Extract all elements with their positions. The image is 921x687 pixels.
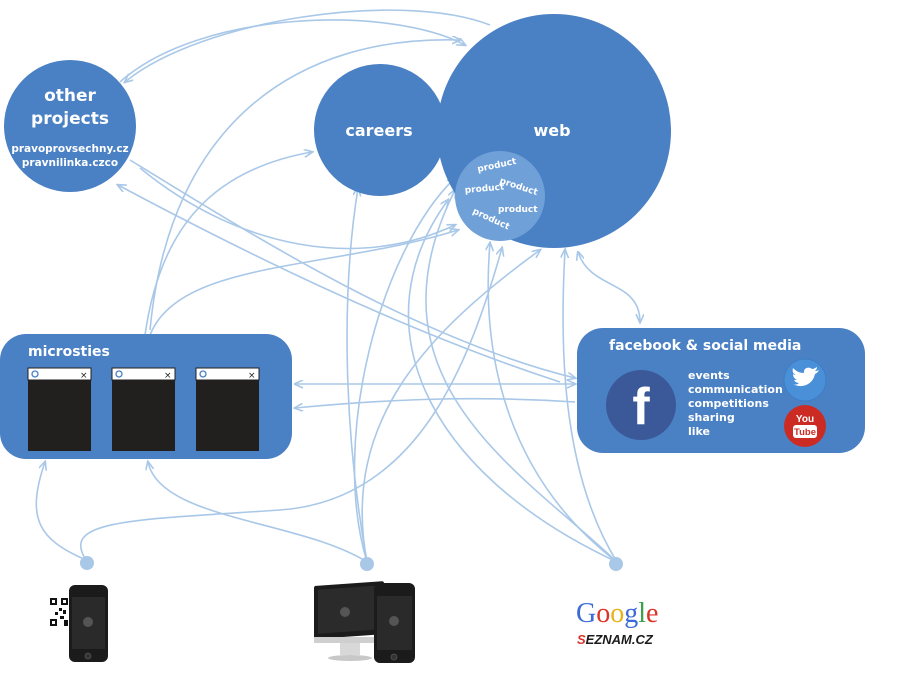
web-label: web xyxy=(533,121,570,140)
facebook-circle xyxy=(606,370,676,440)
microsite-window-2-body xyxy=(112,368,175,451)
connector-microsites-product xyxy=(149,230,458,336)
qr-code-icon xyxy=(50,598,68,626)
microsite-window-2[interactable]: × xyxy=(111,367,176,451)
product-circle xyxy=(455,151,545,241)
source-anchor-mobile xyxy=(80,556,94,570)
other-projects-title-2: projects xyxy=(31,109,109,129)
desktop-monitor-icon xyxy=(314,581,384,661)
microsite-window-1-titlebar xyxy=(27,367,92,381)
youtube-tube-box xyxy=(793,425,817,438)
browser-icon xyxy=(199,370,207,378)
browser-icon xyxy=(31,370,39,378)
connector-search-web xyxy=(563,250,618,563)
microsite-window-3-titlebar xyxy=(195,367,260,381)
microsite-window-1-body xyxy=(28,368,91,451)
social-item-sharing: sharing xyxy=(688,411,735,424)
connector-desktop-careers xyxy=(346,188,368,563)
node-web[interactable]: web product product product product prod… xyxy=(437,14,671,248)
node-careers[interactable]: careers xyxy=(314,64,446,196)
facebook-glyph: f xyxy=(632,378,650,436)
social-item-competitions: competitions xyxy=(688,397,769,410)
connector-desktop-web xyxy=(353,178,455,563)
microsite-window-2-titlebar xyxy=(111,367,176,381)
product-label-4: product xyxy=(498,205,538,215)
youtube-icon[interactable]: You Tube xyxy=(784,405,826,447)
product-cluster[interactable]: product product product product product xyxy=(455,151,545,241)
youtube-top: You xyxy=(796,414,814,425)
twitter-icon[interactable] xyxy=(783,358,827,402)
connector-other-web-top xyxy=(119,19,465,83)
facebook-icon[interactable]: f xyxy=(606,370,676,440)
connector-web-facebook xyxy=(578,252,640,322)
product-label-3: product xyxy=(464,183,505,196)
social-title: facebook & social media xyxy=(609,338,801,354)
connector-microsites-web xyxy=(149,40,460,331)
microsites-title: microsties xyxy=(28,344,110,360)
node-social-media[interactable]: facebook & social media f events communi… xyxy=(577,328,865,453)
close-icon[interactable]: × xyxy=(164,371,172,381)
google-logo: Google xyxy=(576,598,658,629)
social-item-events: events xyxy=(688,369,730,382)
other-projects-link-1[interactable]: pravoprovsechny.cz xyxy=(11,143,128,155)
connector-desktop-microsites xyxy=(148,462,368,563)
browser-icon xyxy=(115,370,123,378)
seznam-logo: SEZNAM.CZ xyxy=(577,632,654,647)
close-icon[interactable]: × xyxy=(248,371,256,381)
connectors xyxy=(35,9,640,563)
microsite-window-3-body xyxy=(196,368,259,451)
microsite-window-1[interactable]: × xyxy=(27,367,92,451)
connector-phone-microsites xyxy=(35,462,87,561)
connector-desktop-product xyxy=(361,250,540,563)
close-icon[interactable]: × xyxy=(80,371,88,381)
node-other-projects[interactable]: other projects pravoprovsechny.cz pravni… xyxy=(4,60,136,192)
other-projects-circle xyxy=(4,60,136,192)
source-anchor-search xyxy=(609,557,623,571)
connector-other-product xyxy=(139,167,455,250)
connector-microsites-careers xyxy=(144,152,312,336)
careers-circle xyxy=(314,64,446,196)
seznam-logo-text: SEZNAM.CZ xyxy=(577,632,654,647)
connector-web-other-top xyxy=(125,9,491,82)
source-anchor-desktop xyxy=(360,557,374,571)
node-microsites[interactable]: microsties × × × xyxy=(0,334,292,459)
connector-facebook-microsites-2 xyxy=(295,397,576,408)
other-projects-link-2[interactable]: pravnilinka.czco xyxy=(22,157,118,169)
connector-search-product-2 xyxy=(407,200,618,563)
social-item-communication: communication xyxy=(688,383,783,396)
connector-phone-product xyxy=(79,248,502,561)
connector-search-careers xyxy=(425,190,618,563)
social-item-like: like xyxy=(688,425,710,438)
careers-label: careers xyxy=(345,121,412,140)
microsite-window-3[interactable]: × xyxy=(195,367,260,451)
twitter-bird xyxy=(792,367,819,387)
smartphone-icon-desktop xyxy=(374,583,415,663)
other-projects-title-1: other xyxy=(44,86,96,106)
google-logo-text: Google xyxy=(576,598,658,629)
smartphone-icon xyxy=(69,585,108,662)
youtube-bottom: Tube xyxy=(794,427,816,438)
